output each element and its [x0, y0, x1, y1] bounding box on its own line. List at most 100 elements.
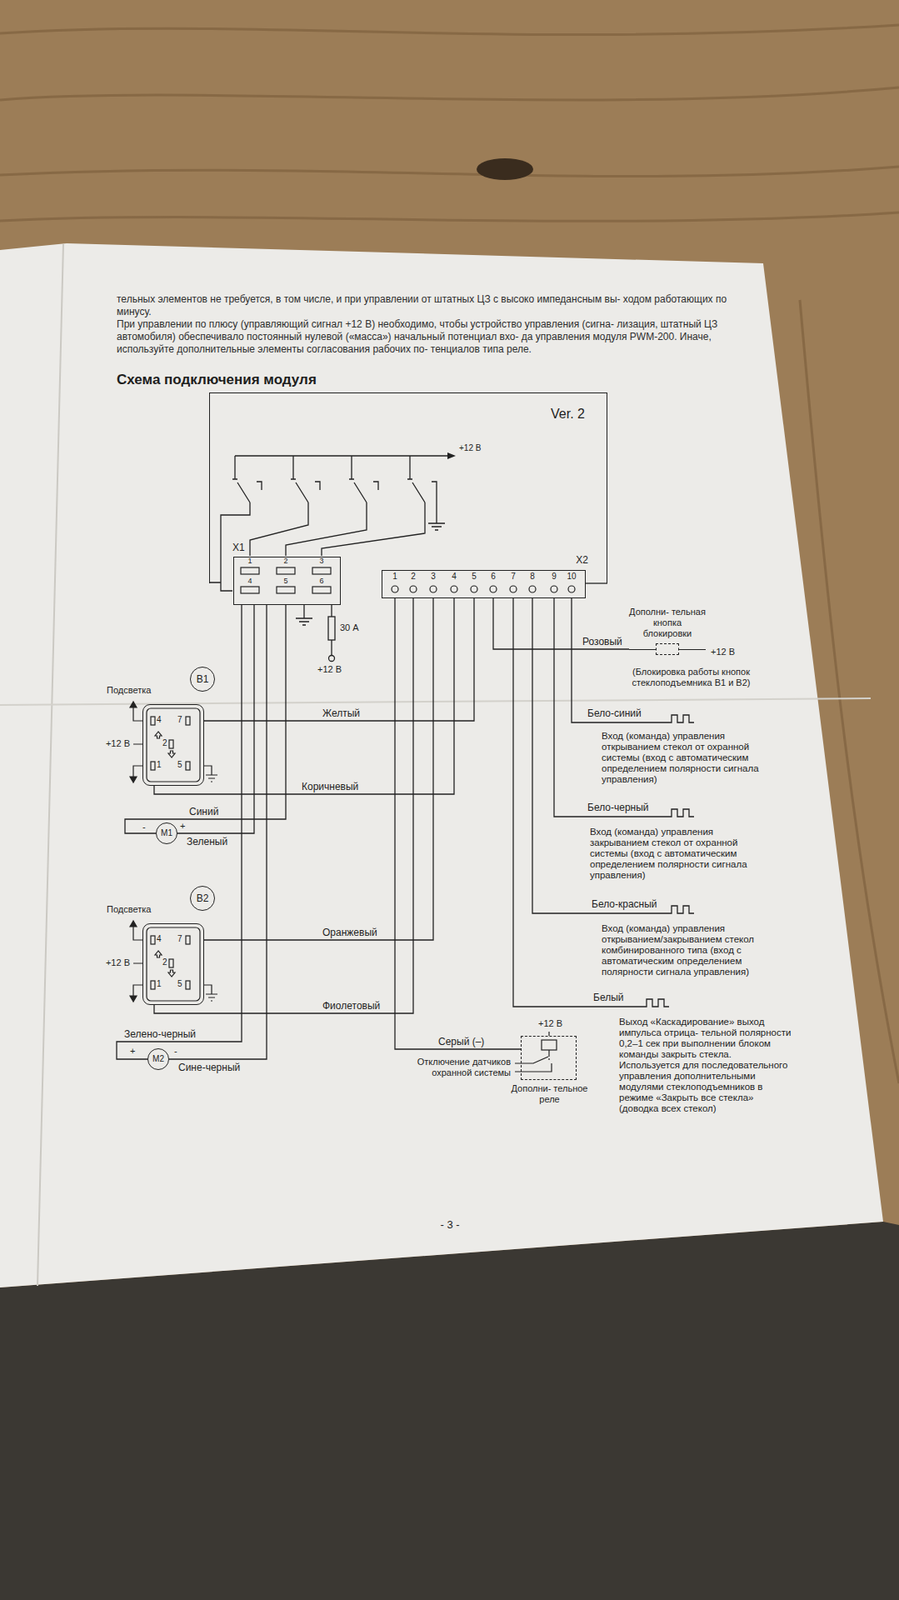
connector-pins — [240, 567, 575, 594]
wire-color: Желтый — [320, 707, 362, 720]
pin-number: 1 — [156, 759, 162, 770]
pin-number: 6 — [316, 576, 327, 585]
wood-background — [0, 87, 899, 100]
button-lead — [679, 649, 706, 650]
connector-pins — [568, 585, 575, 593]
pin-number: 5 — [177, 978, 183, 989]
node-label: M1 — [156, 823, 177, 843]
connector-pins — [550, 585, 558, 593]
ground-symbol — [295, 604, 313, 625]
pin-number: 1 — [156, 978, 162, 989]
switch-symbol — [154, 731, 162, 739]
wire-color: Сине-черный — [176, 1061, 242, 1074]
connector-pins — [429, 585, 437, 593]
page-number: - 3 - — [429, 1218, 471, 1231]
connector-pins — [276, 567, 295, 575]
pin-number: 4 — [156, 933, 162, 944]
switch-symbol — [146, 927, 200, 1001]
pin-number: 3 — [316, 556, 327, 565]
intro-paragraph: При управлении по плюсу (управляющий сиг… — [116, 318, 738, 356]
wire — [169, 604, 267, 1059]
pin-number: 8 — [526, 571, 539, 581]
floor-shadow — [0, 1221, 899, 1600]
pin-number: 4 — [156, 714, 162, 725]
connector-pins — [509, 585, 517, 593]
voltage-label: +12 В — [710, 646, 735, 658]
switch-symbol — [185, 935, 190, 944]
wire — [124, 604, 286, 834]
window-motor: M1 — [155, 822, 178, 845]
node-label: Дополни- тельное реле — [509, 1083, 590, 1105]
connector-pins — [312, 586, 331, 594]
pin-number: 5 — [177, 759, 183, 770]
node-label: Ver. 2 — [550, 406, 585, 422]
lamp-label: Подсветка — [106, 684, 151, 696]
connector-pins — [276, 586, 295, 594]
button-lead — [629, 649, 656, 650]
paper-sheet — [0, 243, 884, 1288]
switch-symbol — [133, 926, 143, 997]
connector-pins — [409, 585, 417, 593]
diagram-title: Схема подключения модуля — [116, 371, 317, 389]
fuse-rating: 30 А — [339, 622, 360, 634]
wire-color: Оранжевый — [320, 926, 380, 939]
connector-pins — [240, 567, 260, 575]
wire — [154, 598, 414, 1014]
pin-number: 1 — [389, 571, 401, 581]
wire — [394, 598, 521, 1049]
pin-number: 5 — [280, 576, 291, 585]
switch-symbol — [150, 980, 155, 989]
ground-symbol — [295, 604, 313, 625]
pin-number: 4 — [244, 576, 255, 585]
voltage-label: +12 В — [317, 664, 342, 675]
signal-description: Вход (команда) управления закрыванием ст… — [589, 826, 749, 881]
module-wiring — [447, 452, 456, 460]
wire-color: Бело-синий — [587, 707, 642, 720]
module-wiring — [209, 502, 250, 591]
auxiliary-relay: Дополни- тельное реле — [520, 1035, 577, 1080]
pin-number: 6 — [487, 571, 500, 581]
node-label: B2 — [189, 885, 215, 911]
floor-shadow — [0, 1221, 899, 1600]
connector-pins — [529, 585, 536, 593]
fuse-symbol — [328, 616, 335, 640]
wire-color: Белый — [593, 991, 624, 1004]
node-label: M2 — [148, 1048, 169, 1069]
switch-symbol — [154, 950, 162, 958]
switch-symbol — [129, 920, 137, 927]
signal-description: Вход (команда) управления открыванием ст… — [601, 730, 760, 785]
switch-symbol — [169, 739, 174, 749]
node-label: B1 — [189, 666, 215, 692]
pin-number: 2 — [162, 957, 168, 968]
module-wiring — [249, 502, 309, 556]
intro-paragraph: тельных элементов не требуется, в том чи… — [116, 293, 738, 319]
wood-background — [0, 24, 899, 35]
fuse-symbol — [329, 655, 335, 662]
wood-background — [476, 158, 534, 180]
node-label: Дополни- тельная кнопка блокировки — [629, 606, 706, 640]
relay-note: Отключение датчиков охранной системы — [416, 1056, 511, 1079]
switch-symbol — [150, 935, 155, 944]
wire-color: Синий — [187, 805, 220, 818]
paper-sheet — [0, 698, 871, 705]
connector-pins — [489, 585, 497, 593]
voltage-label: +12 В — [93, 957, 130, 969]
switch-symbol — [204, 765, 218, 782]
wire-color: Зелено-черный — [122, 1028, 198, 1040]
module-wiring — [232, 455, 262, 503]
wire-color: Зеленый — [184, 835, 230, 848]
module-wiring — [290, 455, 320, 503]
pin-number: 3 — [427, 571, 440, 581]
wire-color: Серый (–) — [436, 1035, 486, 1048]
relay-symbol — [541, 1039, 557, 1050]
module-wiring — [321, 502, 425, 556]
wire-color: Фиолетовый — [320, 999, 382, 1012]
paper-sheet — [0, 243, 884, 1288]
switch-symbol — [168, 750, 175, 758]
wire — [204, 598, 434, 940]
paper-sheet — [37, 244, 64, 1286]
